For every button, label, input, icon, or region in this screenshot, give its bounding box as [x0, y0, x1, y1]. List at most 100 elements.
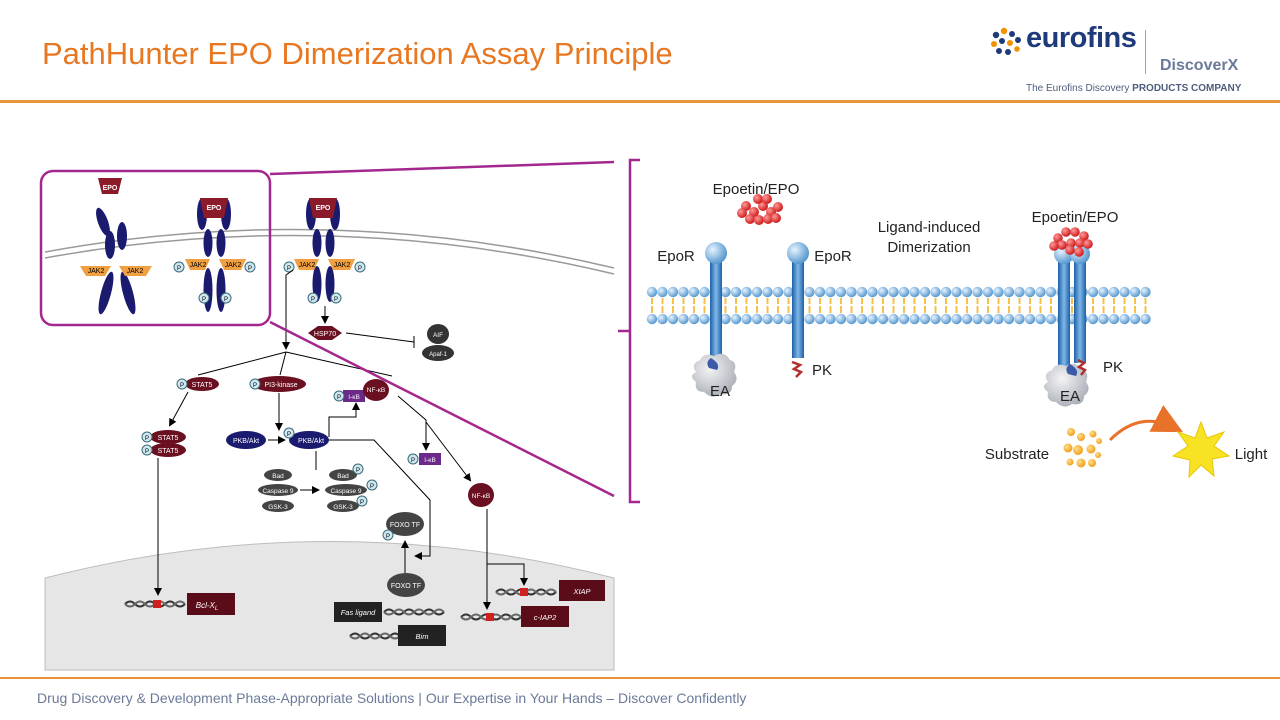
gsk3-label-1: GSK-3: [268, 504, 288, 511]
p-label-16: P: [360, 500, 364, 506]
epo-label-left: Epoetin/EPO: [713, 181, 800, 198]
logo-tagline: The Eurofins Discovery PRODUCTS COMPANY: [1026, 83, 1241, 94]
p-label-14: P: [356, 468, 360, 474]
logo-tagline-emphasis: PRODUCTS COMPANY: [1132, 83, 1242, 94]
dimerized-receptor-complex: EA PK: [1044, 227, 1123, 407]
p-label-3: P: [202, 297, 206, 303]
bclx-label: Bcl-XL: [196, 601, 218, 612]
jak2-label-6: JAK2: [334, 262, 351, 269]
pi3k-node: [252, 376, 306, 392]
eurofins-discoverx-logo: eurofins DiscoverX The Eurofins Discover…: [990, 22, 1250, 100]
epor-label-left: EpoR: [657, 248, 695, 265]
pkb-label-1: PKB/Akt: [233, 438, 259, 445]
p-label-9: P: [180, 383, 184, 389]
callout-line-bottom: [269, 320, 615, 498]
p-label-19: P: [411, 458, 415, 464]
eurofins-dots-icon: [991, 27, 1021, 55]
caspase9-label-1: Caspase 9: [262, 488, 293, 495]
p-label-4: P: [224, 297, 228, 303]
bclx-label-sub: L: [215, 606, 218, 612]
hsp70-node: [308, 326, 342, 340]
signaling-pathway-diagram: EPO JAK2 JAK2 EPO JAK2 JAK2: [44, 178, 615, 671]
footer-rule: [0, 677, 1280, 679]
gene-ciap2: [521, 606, 569, 627]
light-burst-icon: [1171, 420, 1231, 479]
footer-text: Drug Discovery & Development Phase-Appro…: [37, 690, 747, 706]
stat5-node: [185, 377, 219, 391]
epo-label-right: Epoetin/EPO: [1032, 209, 1119, 226]
epor-pk-receptor: PK: [787, 242, 832, 379]
nfkb-label-1: NF-κB: [367, 387, 385, 394]
apaf1-label: Apaf-1: [429, 352, 447, 358]
epor-label-right: EpoR: [814, 248, 852, 265]
slide-title: PathHunter EPO Dimerization Assay Princi…: [42, 36, 673, 71]
title-rule: [0, 100, 1280, 103]
jak2-label-2: JAK2: [127, 268, 144, 275]
epo-ligand-bound: [1049, 227, 1093, 257]
apaf1-node: [422, 345, 454, 361]
jak2-label-3: JAK2: [190, 262, 207, 269]
p-label-8: P: [334, 297, 338, 303]
p-label-15: P: [370, 484, 374, 490]
p-label-6: P: [358, 266, 362, 272]
foxo-node-1: [386, 512, 424, 536]
caspase9-label-2: Caspase 9: [330, 488, 361, 495]
light-label: Light: [1235, 446, 1268, 463]
ea-label-right: EA: [1060, 388, 1080, 405]
gene-xiap: [559, 580, 605, 601]
gene-bclx: [187, 593, 235, 615]
ikb-node-1: [343, 390, 365, 402]
p-label-7: P: [311, 297, 315, 303]
pk-label-left: PK: [812, 362, 832, 379]
ea-label-left: EA: [710, 383, 730, 400]
stat5-label-3: STAT5: [158, 448, 179, 455]
callout-line-top: [269, 160, 615, 176]
epo-ligand-free: [737, 194, 783, 225]
logo-divider: [1145, 30, 1146, 74]
pkb-akt-node-1: [226, 431, 266, 449]
substrate-particles: [1063, 428, 1102, 468]
epo-receptor-bound-1: EPO JAK2 JAK2 P P P P: [173, 198, 256, 312]
foxo-node-2: [387, 573, 425, 597]
gene-fas-ligand: [334, 602, 382, 622]
ikb-label-1: I-κB: [348, 394, 360, 401]
gene-bim: [398, 625, 446, 646]
p-label-1: P: [177, 266, 181, 272]
epor-ea-receptor: EA: [692, 242, 737, 400]
bclx-label-main: Bcl-X: [196, 601, 216, 610]
nfkb-node-1: [363, 379, 389, 401]
aif-node: [427, 324, 449, 344]
epo-label-2: EPO: [207, 205, 222, 212]
hsp70-label: HSP70: [314, 331, 336, 338]
epo-receptor-unbound: EPO JAK2 JAK2: [80, 178, 152, 315]
p-label-11: P: [145, 449, 149, 455]
bad-label-2: Bad: [337, 473, 349, 480]
bad-label-1: Bad: [272, 473, 284, 480]
stat5-label-1: STAT5: [192, 382, 213, 389]
logo-tagline-prefix: The Eurofins Discovery: [1026, 83, 1130, 94]
p-label-5: P: [287, 266, 291, 272]
substrate-label: Substrate: [985, 446, 1049, 463]
nucleus: [44, 541, 615, 671]
p-label-18: P: [386, 534, 390, 540]
p-label-12: P: [253, 383, 257, 389]
foxo-label-1: FOXO TF: [390, 522, 420, 529]
dna-strand-bclx: [124, 600, 186, 608]
epo-label-1: EPO: [103, 185, 118, 192]
reaction-arrow: [1108, 405, 1184, 442]
receptor-highlight-box: [39, 169, 272, 327]
fas-label: Fas ligand: [341, 608, 376, 617]
xiap-label: XIAP: [572, 587, 590, 596]
jak2-label-4: JAK2: [225, 262, 242, 269]
logo-name: eurofins: [1026, 22, 1137, 54]
p-label-2: P: [248, 266, 252, 272]
pkb-label-2: PKB/Akt: [298, 438, 324, 445]
stat5-label-2: STAT5: [158, 435, 179, 442]
ikb-node-2: [419, 453, 441, 465]
dimerization-label-line1: Ligand-induced: [878, 219, 981, 236]
epo-receptor-bound-2: EPO JAK2 JAK2 P P P P: [283, 198, 366, 304]
callout-bracket: [618, 158, 640, 504]
p-label-13: P: [287, 432, 291, 438]
foxo-label-2: FOXO TF: [391, 583, 421, 590]
